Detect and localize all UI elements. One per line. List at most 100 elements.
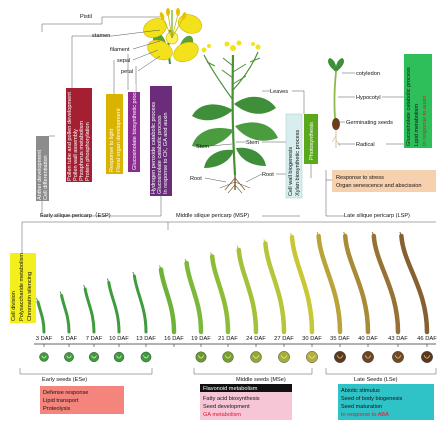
- daf-label-4: 10 DAF: [109, 336, 129, 342]
- seed-embryo-8: [252, 355, 260, 359]
- seed-box-early: Defense response Lipid transport Proteol…: [40, 386, 124, 414]
- stem-label-right: Stem: [246, 140, 259, 146]
- early-box-line-2: Lipid transport: [43, 398, 79, 404]
- silique-beak-7: [184, 258, 188, 264]
- late-box-line-2: Seed of body biogenesis: [341, 396, 402, 402]
- silique-13: [342, 233, 371, 335]
- stamen-label: stamen: [92, 33, 110, 39]
- seed-12: [362, 351, 374, 363]
- silique-12: [316, 233, 343, 335]
- function-box-glucosinolate-biosynthesis: Glucosinolate biosynthetic process: [128, 84, 140, 172]
- daf-label-1: 3 DAF: [36, 336, 53, 342]
- function-text-light-1: Response to light: [109, 128, 115, 172]
- seed-embryo-1: [41, 355, 47, 359]
- daf-label-7: 19 DAF: [191, 336, 211, 342]
- seed-embryo-10: [308, 355, 316, 359]
- flower-labels: Pistil stamen filament sepal petal: [41, 14, 161, 92]
- middle-box-line-1: Fatty acid biosynthesis: [203, 396, 260, 402]
- function-text-seedling-3: In response to auxin: [422, 96, 428, 146]
- silique-beak-8: [210, 252, 213, 257]
- function-text-hydrogen-3: In response to CK, GA and auxin: [163, 113, 169, 194]
- function-box-pollen: Pollen tube and pollen development Polle…: [66, 88, 92, 182]
- stem-label-left: Stem: [196, 144, 209, 150]
- function-text-stress-2: Organ senescence and abscission: [336, 183, 422, 189]
- silique-10: [263, 241, 287, 335]
- early-box-line-3: Proteolysis: [43, 406, 71, 412]
- silique-3: [83, 287, 96, 334]
- function-box-photosynthesis: Photosynthesis: [304, 114, 318, 164]
- silique-beak-12: [316, 231, 320, 237]
- daf-label-10: 27 DAF: [274, 336, 294, 342]
- leaves-label: Leaves: [270, 89, 288, 95]
- daf-label-14: 43 DAF: [388, 336, 408, 342]
- silique-15: [399, 233, 430, 335]
- cotyledon-label: cotyledon: [356, 71, 380, 77]
- seed-7: [222, 351, 234, 363]
- seed-embryo-14: [423, 355, 431, 359]
- silique-5: [132, 274, 148, 334]
- middle-box-header: Flavonoid metabolism: [203, 386, 258, 392]
- function-text-glucosinolate-bio: Glucosinolate biosynthetic process: [132, 84, 138, 170]
- silique-beak-15: [399, 231, 402, 237]
- daf-label-6: 16 DAF: [164, 336, 184, 342]
- seed-brackets: Early seeds (ESe) Middle seeds (MSe) Lat…: [19, 368, 437, 383]
- daf-label-5: 13 DAF: [136, 336, 156, 342]
- middle-box-line-3: GA metabolism: [203, 412, 241, 418]
- seed-6: [195, 351, 207, 363]
- seed-9: [278, 351, 290, 363]
- silique-beak-4: [106, 278, 110, 283]
- function-text-pollen-2: Pollen wall assembly: [73, 129, 79, 181]
- seed-embryo-13: [394, 355, 402, 359]
- pericarp-brackets: Early silique pericarp（ESP) Middle siliq…: [21, 212, 436, 235]
- silique-beak-3: [83, 284, 86, 290]
- middle-box-line-2: Seed development: [203, 404, 250, 410]
- seed-11: [334, 351, 346, 363]
- late-box-line-4: In response to ABA: [341, 412, 389, 418]
- seed-embryo-4: [116, 355, 122, 359]
- silique-beak-14: [371, 231, 375, 237]
- function-text-pollen-1: Pollen tube and pollen development: [67, 92, 73, 181]
- plant-labels: Leaves Stem Stem Root Root: [190, 89, 305, 183]
- function-text-cellwall-2: Xylan biosynthetic process: [295, 130, 301, 196]
- lsp-label: Late silique pericarp (LSP): [344, 213, 410, 219]
- silique-7: [184, 260, 204, 335]
- seedling-labels: cotyledon Hypocotyl Germinating seeds Ra…: [338, 71, 404, 148]
- function-box-stress: Response to stress Organ senescence and …: [332, 170, 436, 192]
- seed-embryo-6: [198, 355, 204, 359]
- daf-label-15: 46 DAF: [417, 336, 437, 342]
- silique-2: [60, 294, 71, 334]
- seed-embryo-2: [66, 355, 72, 359]
- function-text-pollen-4: Protein phosphorylation: [85, 122, 91, 181]
- function-text-stress-1: Response to stress: [336, 175, 384, 181]
- seed-embryo-7: [224, 355, 232, 359]
- root-label-left: Root: [190, 176, 202, 182]
- early-box-line-1: Defense response: [43, 390, 88, 396]
- function-text-division-1: Cell division: [11, 291, 17, 321]
- daf-label-2: 5 DAF: [61, 336, 78, 342]
- function-box-hydrogen-peroxide: Hydrogen peroxide catabolic process Gluc…: [150, 86, 172, 196]
- silique-1: [36, 300, 46, 334]
- seed-embryo-12: [364, 355, 372, 359]
- seed-13: [392, 351, 404, 363]
- function-box-seedling: Glucosinolate catabolic process Lipid me…: [404, 54, 432, 148]
- hypocotyl-label: Hypocotyl: [356, 95, 381, 101]
- daf-label-9: 24 DAF: [246, 336, 266, 342]
- late-seeds-label: Late Seeds (LSe): [354, 377, 398, 383]
- daf-label-3: 7 DAF: [86, 336, 103, 342]
- daf-label-8: 21 DAF: [218, 336, 238, 342]
- early-seeds-label: Early seeds (ESe): [42, 377, 87, 383]
- seed-embryo-9: [280, 355, 288, 359]
- function-box-light: Response to light Floral organ developme…: [106, 94, 123, 174]
- plant-illustration: [192, 40, 278, 194]
- function-text-division-3: Chromatin silencing: [27, 272, 33, 321]
- seed-8: [250, 351, 262, 363]
- function-text-anther-1: Anther development: [37, 149, 43, 200]
- function-text-hydrogen-2: Glucosinolate catabolic process: [157, 115, 163, 194]
- function-text-photosynthesis: Photosynthesis: [309, 122, 315, 160]
- silique-beak-11: [290, 232, 293, 238]
- seed-embryo-11: [336, 355, 344, 359]
- function-text-anther-2: Cell differentiation: [43, 155, 49, 200]
- function-box-cell-division: Cell division Polysaccharide metabolism …: [10, 253, 36, 323]
- seed-box-middle: Flavonoid metabolism Fatty acid biosynth…: [200, 384, 292, 420]
